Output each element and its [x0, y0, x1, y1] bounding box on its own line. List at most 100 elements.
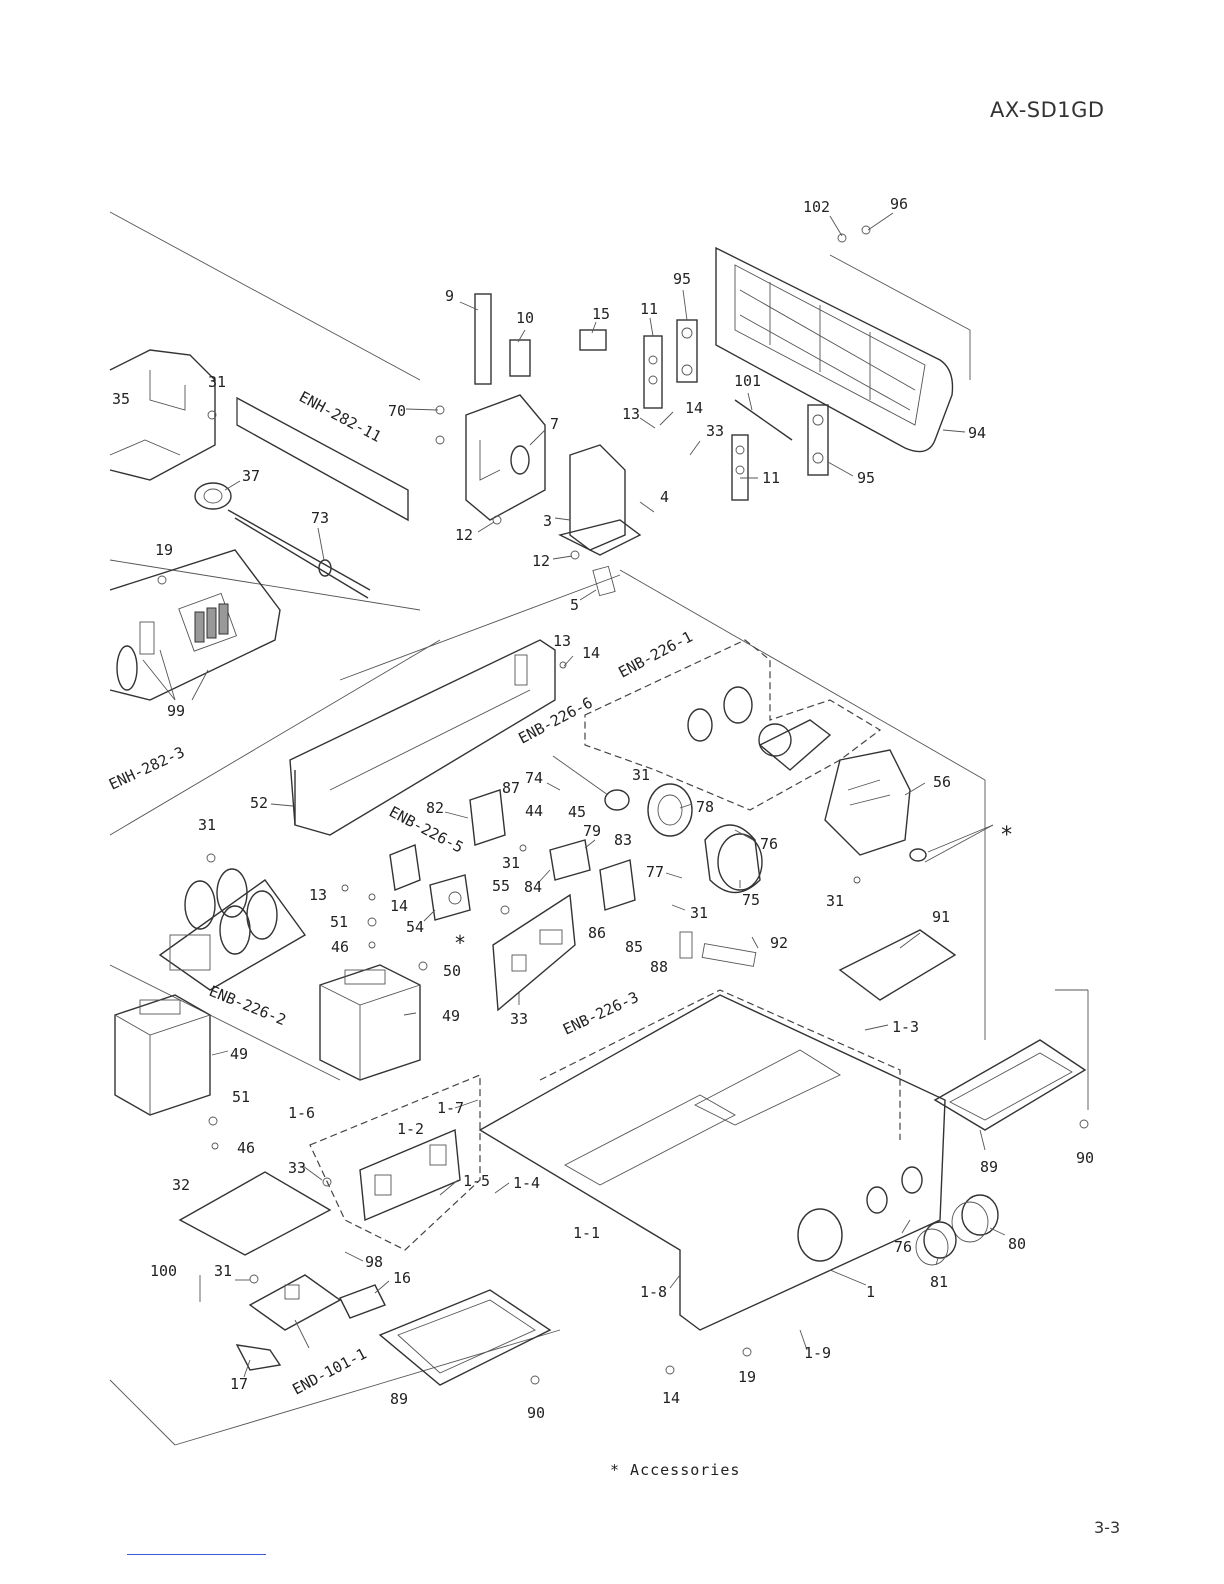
callout: 14	[390, 897, 408, 915]
callout: 99	[167, 702, 185, 720]
board-label: ENB-226-2	[207, 982, 289, 1029]
board-enb-226-2	[158, 868, 307, 991]
label-92	[701, 943, 757, 967]
callout: 14	[662, 1389, 680, 1407]
sheet-32	[178, 1171, 332, 1256]
callout: 3	[543, 512, 552, 530]
callout: 85	[625, 938, 643, 956]
board-label: ENB-226-1	[615, 627, 695, 681]
callout: 45	[568, 803, 586, 821]
callout: 56	[933, 773, 951, 791]
plate-10	[509, 339, 531, 377]
callout: 95	[857, 469, 875, 487]
callout: 86	[588, 924, 606, 942]
knob-80	[951, 1194, 999, 1243]
bracket-16	[339, 1284, 386, 1319]
subchassis-52	[289, 639, 556, 836]
callout: 1-4	[513, 1174, 540, 1192]
callout: 31	[214, 1262, 232, 1280]
rear-panel-94	[715, 246, 954, 453]
callout: 11	[762, 469, 780, 487]
callout: 98	[365, 1253, 383, 1271]
callout: 1-2	[397, 1120, 424, 1138]
callout: 12	[455, 526, 473, 544]
callout: 31	[632, 766, 650, 784]
callout: 73	[311, 509, 329, 527]
plate-9	[474, 293, 492, 385]
knob-81	[915, 1221, 957, 1266]
callout: 80	[1008, 1235, 1026, 1253]
callout: 51	[232, 1088, 250, 1106]
callout: 79	[583, 822, 601, 840]
board-label: ENH-282-3	[106, 743, 187, 794]
mechanism-assembly	[687, 686, 832, 771]
accessories-footnote: * Accessories	[610, 1461, 741, 1479]
callout: 19	[738, 1368, 756, 1386]
callout: 13	[309, 886, 327, 904]
rod-101	[734, 399, 793, 441]
callout: 89	[980, 1158, 998, 1176]
bracket-7	[465, 394, 546, 521]
board-enh-282-11	[236, 396, 409, 522]
callout: 51	[330, 913, 348, 931]
callout: 37	[242, 467, 260, 485]
callout: 76	[894, 1238, 912, 1256]
callout: 90	[527, 1404, 545, 1422]
callout: 12	[532, 552, 550, 570]
callout: 4	[660, 488, 669, 506]
motor-75	[647, 783, 763, 894]
callout: 1-7	[437, 1099, 464, 1117]
spacer-95-upper	[676, 319, 698, 383]
callout: 1-8	[640, 1283, 667, 1301]
board-label: ENB-226-3	[560, 988, 641, 1039]
callout: 49	[230, 1045, 248, 1063]
callout: 13	[553, 632, 571, 650]
callout: 31	[690, 904, 708, 922]
callout: 76	[760, 835, 778, 853]
leader-lines	[142, 212, 1006, 1378]
callout: 1	[866, 1283, 875, 1301]
page-number: 3-3	[1094, 1518, 1121, 1537]
callout: 101	[734, 372, 761, 390]
switch-54	[389, 844, 471, 921]
pcb-enh-282-3	[109, 549, 281, 701]
callout: 55	[492, 877, 510, 895]
callout: 1-6	[288, 1104, 315, 1122]
callout: *	[454, 931, 466, 955]
switch-83	[549, 839, 591, 881]
callout: 15	[592, 305, 610, 323]
callout: 94	[968, 424, 986, 442]
model-number: AX-SD1GD	[990, 98, 1105, 122]
callout: 96	[890, 195, 908, 213]
callout: 1-9	[804, 1344, 831, 1362]
callout: 16	[393, 1269, 411, 1287]
callout: 89	[390, 1390, 408, 1408]
callout: 35	[112, 390, 130, 408]
callout: 75	[742, 891, 760, 909]
side-bracket-35	[109, 349, 216, 481]
spacer-95-lower	[807, 404, 829, 476]
label-91	[838, 929, 957, 1001]
board-label: ENB-226-6	[515, 693, 595, 747]
callout: 1-1	[573, 1224, 600, 1242]
callout: 54	[406, 918, 424, 936]
callout: 31	[502, 854, 520, 872]
callout: 70	[388, 402, 406, 420]
callout: 49	[442, 1007, 460, 1025]
screws	[157, 225, 1089, 1385]
callout: 52	[250, 794, 268, 812]
callout: 46	[237, 1139, 255, 1157]
callout: 1-3	[892, 1018, 919, 1036]
callout: 19	[155, 541, 173, 559]
callout: 31	[198, 816, 216, 834]
callout: 33	[706, 422, 724, 440]
callout: 83	[614, 831, 632, 849]
callout-labels: 102 96 9 10 15 11 95 94 101 95 11 31 35 …	[112, 195, 1094, 1422]
callout: 31	[208, 373, 226, 391]
callout: 91	[932, 908, 950, 926]
callout: 78	[696, 798, 714, 816]
callout: 44	[525, 802, 543, 820]
transformer-49-upper	[319, 964, 421, 1081]
